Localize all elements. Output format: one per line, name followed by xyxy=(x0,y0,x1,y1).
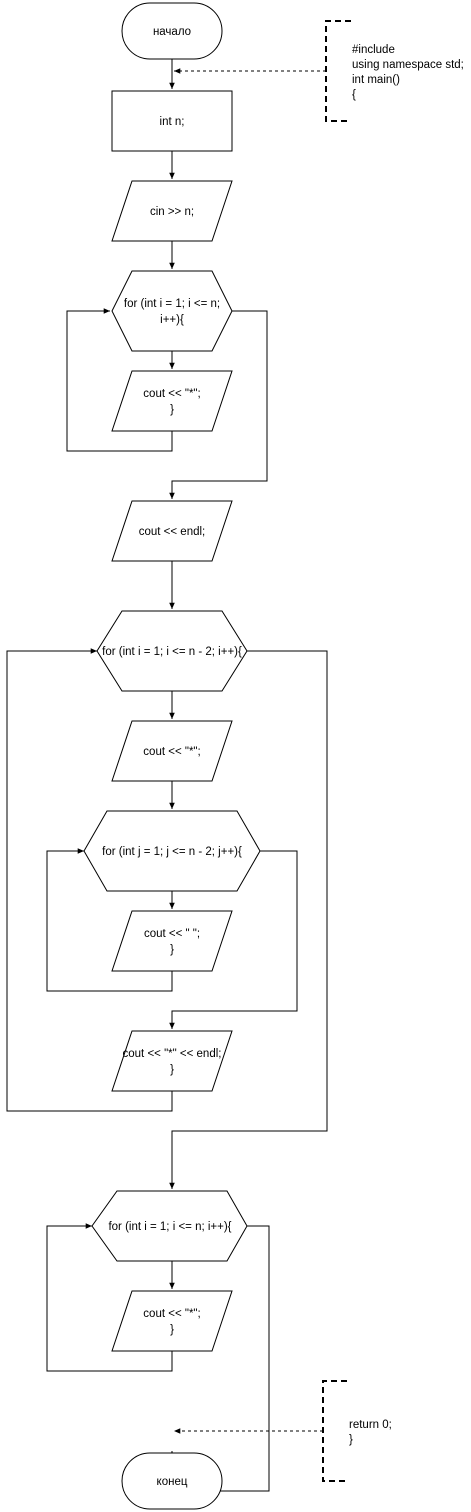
end-label: конец xyxy=(157,1476,188,1488)
node-out-star2: cout << "*"; xyxy=(111,720,233,782)
edge-loop1-back xyxy=(66,308,173,452)
input-n-label: cin >> n; xyxy=(150,206,194,218)
loop4-label: for (int i = 1; i <= n; i++){ xyxy=(108,1221,231,1233)
header-line-2: using namespace std; xyxy=(352,59,464,71)
annotation-header: #include using namespace std; int main()… xyxy=(174,20,464,122)
footer-bracket xyxy=(322,1380,347,1482)
edge-loop4-back xyxy=(46,1223,173,1372)
node-out-endl: cout << endl; xyxy=(111,500,233,562)
out-space-label-1: cout << " "; xyxy=(144,928,200,940)
header-line-4: { xyxy=(352,89,356,101)
edge-loop3-back xyxy=(46,848,173,992)
node-out-star1: cout << "*"; } xyxy=(111,370,233,432)
node-end: конец xyxy=(121,1452,223,1510)
loop3-label: for (int j = 1; j <= n - 2; j++){ xyxy=(102,846,242,858)
node-out-star3: cout << "*"; } xyxy=(111,1290,233,1352)
out-star-endl-label-2: } xyxy=(170,1064,174,1076)
node-input-n: cin >> n; xyxy=(111,180,233,242)
out-endl-label: cout << endl; xyxy=(139,526,206,538)
edge-loop3-exit xyxy=(169,850,298,1029)
loop2-label: for (int i = 1; i <= n - 2; i++){ xyxy=(102,646,242,658)
loop1-label-2: i++){ xyxy=(160,314,184,326)
edge-loop2-exit xyxy=(169,650,328,1189)
start-label: начало xyxy=(153,26,191,38)
connectors xyxy=(6,59,328,1492)
header-line-3: int main() xyxy=(352,74,400,86)
footer-line-2: } xyxy=(349,1434,353,1446)
out-star-endl-label-1: cout << "*" << endl; xyxy=(123,1048,222,1060)
out-star1-label-2: } xyxy=(170,404,174,416)
node-out-star-endl: cout << "*" << endl; } xyxy=(111,1030,233,1092)
edge-loop4-exit xyxy=(169,1225,270,1492)
out-star1-label-1: cout << "*"; xyxy=(143,388,200,400)
header-line-1: #include xyxy=(352,44,395,56)
loop1-label-1: for (int i = 1; i <= n; xyxy=(124,298,220,310)
node-loop4: for (int i = 1; i <= n; i++){ xyxy=(91,1190,248,1262)
out-space-label-2: } xyxy=(170,944,174,956)
node-decl-n: int n; xyxy=(111,90,233,152)
out-star2-label: cout << "*"; xyxy=(143,746,200,758)
node-loop3: for (int j = 1; j <= n - 2; j++){ xyxy=(83,810,261,892)
out-star3-label-1: cout << "*"; xyxy=(143,1308,200,1320)
node-start: начало xyxy=(121,2,223,60)
edge-loop2-back xyxy=(6,648,173,1112)
annotation-footer: return 0; } xyxy=(174,1380,392,1482)
decl-n-label: int n; xyxy=(160,116,185,128)
node-loop1: for (int i = 1; i <= n; i++){ xyxy=(111,270,233,352)
node-loop2: for (int i = 1; i <= n - 2; i++){ xyxy=(96,610,248,692)
edge-loop1-exit xyxy=(169,310,268,499)
node-out-space: cout << " "; } xyxy=(111,910,233,972)
out-star3-label-2: } xyxy=(170,1324,174,1336)
footer-line-1: return 0; xyxy=(349,1419,392,1431)
header-bracket xyxy=(325,20,351,122)
